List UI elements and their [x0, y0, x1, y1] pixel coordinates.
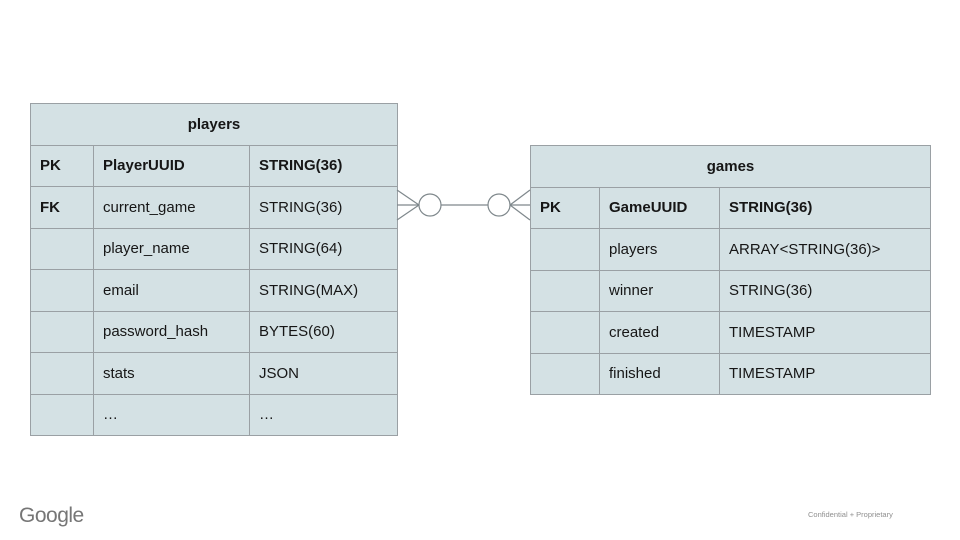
cell-field-type: STRING(MAX): [250, 270, 398, 312]
cell-key: [31, 311, 94, 353]
cell-key: [31, 394, 94, 436]
cell-field-name: players: [600, 229, 720, 271]
cell-key: [31, 228, 94, 270]
cell-field-type: …: [250, 394, 398, 436]
cell-field-type: STRING(64): [250, 228, 398, 270]
cell-field-name: …: [94, 394, 250, 436]
cell-key: PK: [31, 145, 94, 187]
cell-field-name: player_name: [94, 228, 250, 270]
cell-field-name: created: [600, 312, 720, 354]
crow-foot-many-icon: [509, 189, 531, 221]
relationship-connector: [396, 189, 531, 221]
cell-key: PK: [531, 187, 600, 229]
cell-field-type: STRING(36): [720, 270, 931, 312]
table-title: players: [31, 104, 398, 146]
entity-table-games: games PK GameUUID STRING(36) players ARR…: [530, 145, 931, 395]
cell-field-type: TIMESTAMP: [720, 353, 931, 395]
cell-key: [531, 229, 600, 271]
confidential-label: Confidential + Proprietary: [808, 510, 893, 519]
cell-key: [531, 312, 600, 354]
cell-field-type: JSON: [250, 353, 398, 395]
cell-field-name: PlayerUUID: [94, 145, 250, 187]
cell-field-type: STRING(36): [250, 145, 398, 187]
cell-key: [31, 353, 94, 395]
zero-cardinality-circle-icon: [487, 193, 511, 217]
crow-foot-many-icon: [396, 189, 420, 221]
cell-field-type: STRING(36): [720, 187, 931, 229]
cell-field-name: winner: [600, 270, 720, 312]
table-title: games: [531, 146, 931, 188]
cell-field-type: BYTES(60): [250, 311, 398, 353]
cell-field-type: STRING(36): [250, 187, 398, 229]
cell-field-name: stats: [94, 353, 250, 395]
cell-key: FK: [31, 187, 94, 229]
cell-field-type: TIMESTAMP: [720, 312, 931, 354]
cell-field-name: GameUUID: [600, 187, 720, 229]
cell-field-type: ARRAY<STRING(36)>: [720, 229, 931, 271]
cell-field-name: password_hash: [94, 311, 250, 353]
google-logo: Google: [19, 504, 84, 527]
entity-table-players: players PK PlayerUUID STRING(36) FK curr…: [30, 103, 398, 436]
cell-field-name: email: [94, 270, 250, 312]
zero-cardinality-circle-icon: [418, 193, 442, 217]
cell-key: [31, 270, 94, 312]
cell-key: [531, 270, 600, 312]
cell-key: [531, 353, 600, 395]
cell-field-name: current_game: [94, 187, 250, 229]
cell-field-name: finished: [600, 353, 720, 395]
